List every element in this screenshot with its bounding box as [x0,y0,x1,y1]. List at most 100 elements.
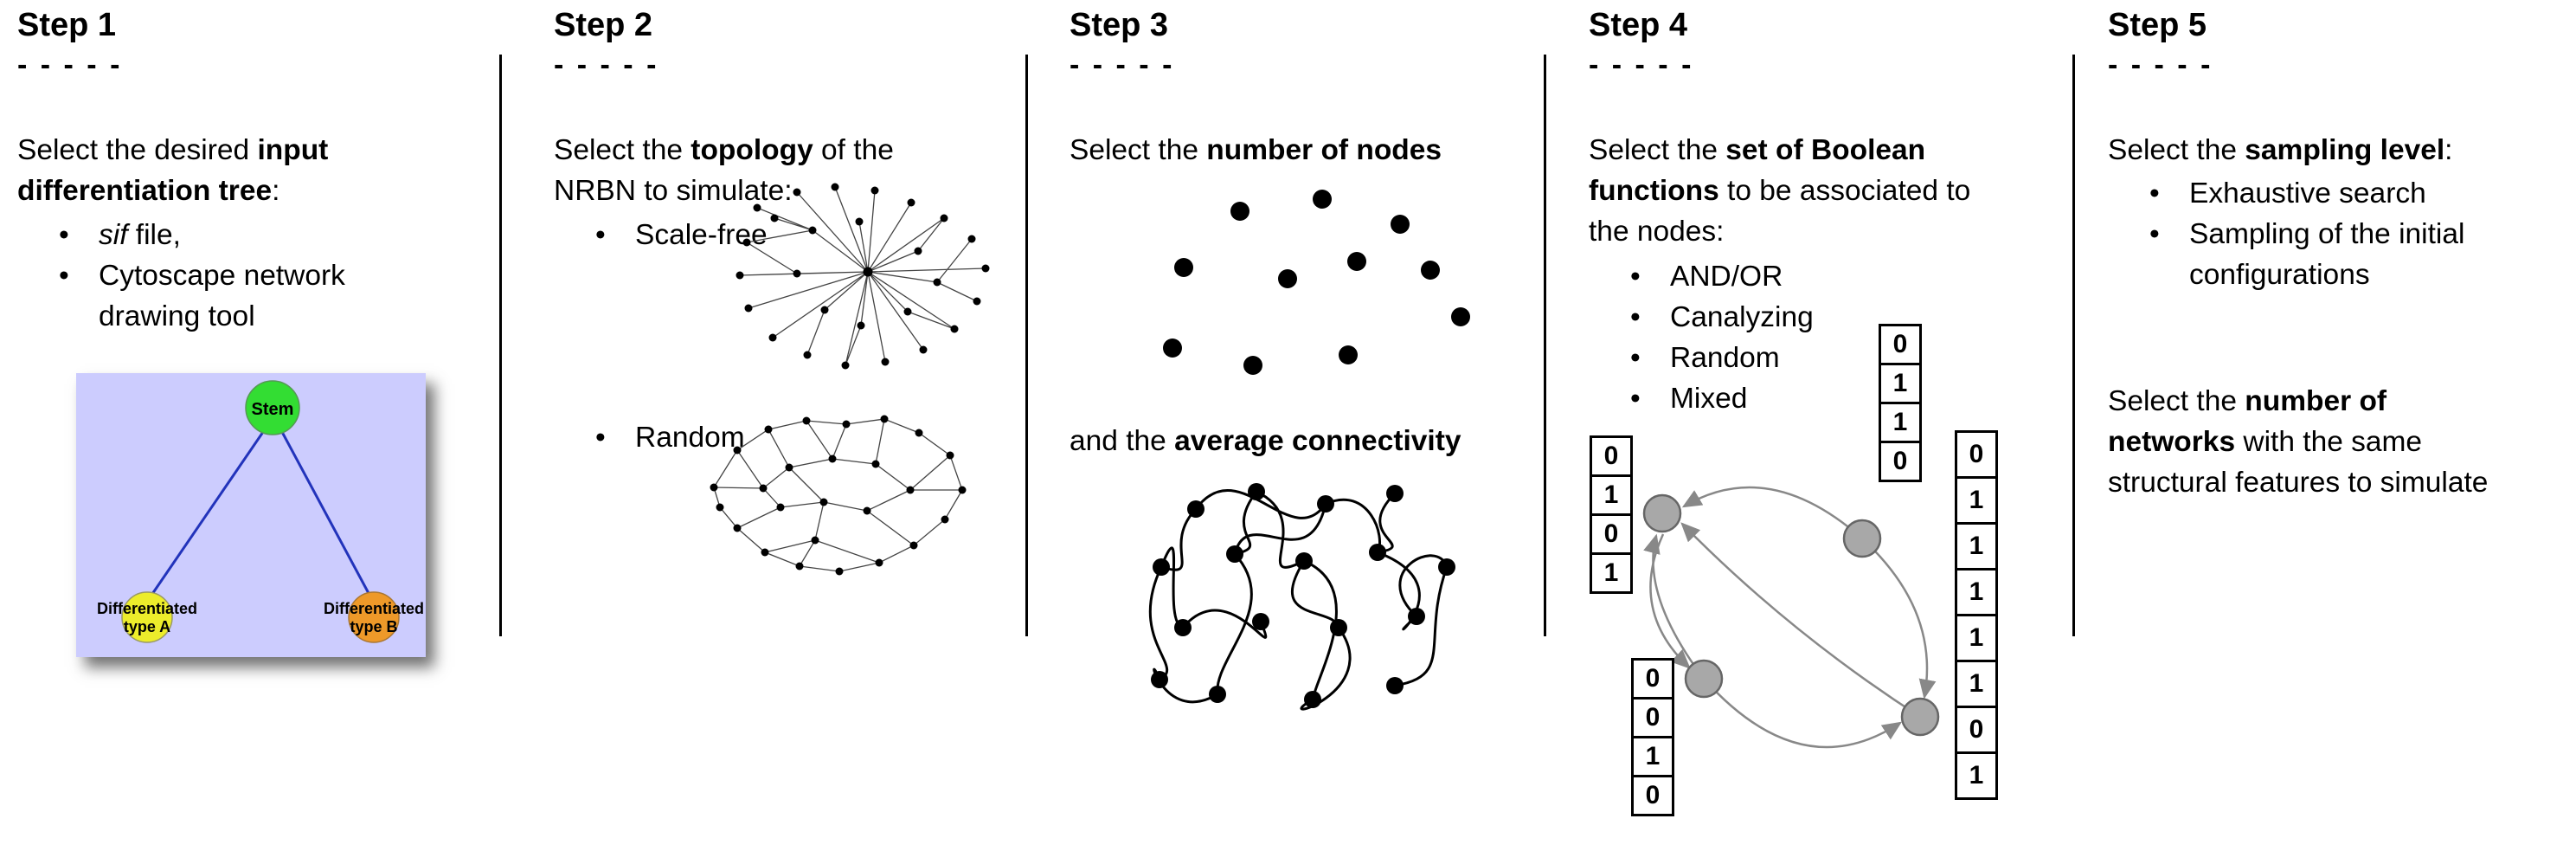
step-1-intro: Select the desired input differentiation… [17,130,467,211]
bullet-random: Random [594,417,745,458]
step-1-intro-post: : [272,175,280,207]
step-4-title: Step 4 [1589,7,1688,43]
step-2-bullet-random: Random [594,417,745,458]
bullet-item: AND/OR [1628,256,1814,297]
random-network-svg [710,415,967,576]
step-4-dashes: - - - - - [1589,48,1694,81]
step-4-bullets: AND/ORCanalyzingRandomMixed [1628,256,1814,419]
truth-table-cell: 1 [1955,476,1998,525]
truth-table-cell: 0 [1631,697,1674,738]
step-5-para2-post: with the same structural features to sim… [2108,426,2489,499]
truth-table-cell: 1 [1879,363,1922,404]
step-2-panel: Step 2 - - - - - Select the topology of … [554,0,1025,851]
random-nodes [710,415,967,576]
truth-table-cell: 1 [1955,522,1998,571]
step-1-dashes: - - - - - [17,48,123,81]
step-3-panel: Step 3 - - - - - Select the number of no… [1070,0,1544,851]
boolean-network-svg [1642,486,1940,749]
differentiation-tree-svg: Stem Differentiated type A Differentiate… [76,373,426,657]
step-2-intro-bold: topology [691,134,813,166]
step-5-panel: Step 5 - - - - - Select the sampling lev… [2108,0,2571,851]
truth-table-cell: 1 [1955,614,1998,662]
scale-free-nodes [736,183,990,370]
truth-table-cell: 0 [1955,706,1998,754]
step-2-title: Step 2 [554,7,653,43]
step-3-line2: and the average connectivity [1070,421,1544,461]
column-divider-4 [2072,55,2075,636]
scale-free-network-graphic [723,178,1008,390]
truth-table-cell: 0 [1879,324,1922,365]
step-3-line1-bold: number of nodes [1206,134,1442,166]
truth-table-cell: 1 [1955,660,1998,708]
differentiation-tree-graphic: Stem Differentiated type A Differentiate… [76,373,426,657]
step-3-line2-bold: average connectivity [1174,425,1461,457]
step-4-panel: Step 4 - - - - - Select the set of Boole… [1589,0,2069,851]
bullet-cytoscape: Cytoscape network drawing tool [57,255,455,337]
step-4-intro: Select the set of Boolean functions to b… [1589,130,2056,252]
step-1-bullets: sif file, Cytoscape network drawing tool [57,215,455,337]
step-5-para2: Select the number of networks with the s… [2108,381,2571,503]
tree-edge-a [149,431,265,597]
connectivity-nodes [1151,483,1455,708]
bullet-item: Exhaustive search [2148,173,2563,214]
bool-node-3 [1684,659,1724,699]
nodes-scatter-graphic [1136,185,1489,397]
random-edges [713,418,963,572]
bullet-item: Mixed [1628,378,1814,419]
bullet-item: Random [1628,338,1814,378]
truth-table-cell: 1 [1955,568,1998,616]
type-b-node [348,591,400,643]
boolean-network-nodes [1642,493,1940,737]
step-5-para2-bold: number of networks [2108,385,2387,458]
truth-table-cell: 0 [1879,441,1922,482]
step-5-intro: Select the sampling level: [2108,130,2571,171]
connectivity-network-graphic [1109,467,1494,745]
stem-label: Stem [252,400,294,419]
step-5-intro-pre: Select the [2108,134,2245,166]
step-5-title: Step 5 [2108,7,2207,43]
step-5-para2-pre: Select the [2108,385,2245,417]
step-2-intro-pre: Select the [554,134,691,166]
step-4-intro-pre: Select the [1589,134,1726,166]
type-b-label-line2: type B [350,618,397,635]
bullet-item: Sampling of the initial configurations [2148,214,2563,295]
bool-node-1 [1642,493,1682,533]
sif-rest: file, [127,219,181,251]
truth-table-cell: 0 [1631,658,1674,699]
connectivity-network-svg [1148,483,1455,711]
step-4-intro-bold: set of Boolean functions [1589,134,1926,207]
truth-table-cell: 0 [1955,430,1998,479]
truth-table-cell: 1 [1590,474,1633,516]
step-2-dashes: - - - - - [554,48,659,81]
step-5-intro-bold: sampling level [2245,134,2445,166]
boolean-network-edges [1643,486,1937,749]
type-a-node [121,591,173,643]
sif-italic: sif [99,219,128,251]
truth-table-cell: 1 [1955,751,1998,800]
step-1-panel: Step 1 - - - - - Select the desired inpu… [17,0,515,851]
truth-table-cell: 0 [1590,435,1633,477]
type-a-label-line2: type A [124,618,170,635]
random-network-graphic [684,405,986,596]
step-3-title: Step 3 [1070,7,1169,43]
scale-free-network-svg [736,183,990,370]
tree-edge-b [280,431,372,597]
step-2-intro-post: of the NRBN to simulate: [554,134,894,207]
step-4-intro-post: to be associated to the nodes: [1589,175,1971,248]
bool-node-2 [1842,519,1882,558]
step-1-intro-pre: Select the desired [17,134,258,166]
scatter-dots [1163,190,1470,375]
scale-free-edges [739,186,986,366]
step-5-dashes: - - - - - [2108,48,2213,81]
step-5-intro-post: : [2444,134,2453,166]
step-3-line1-pre: Select the [1070,134,1207,166]
truth-table-cell: 0 [1631,775,1674,816]
step-2-intro: Select the topology of the NRBN to simul… [554,130,1004,211]
connectivity-edges [1148,489,1449,711]
